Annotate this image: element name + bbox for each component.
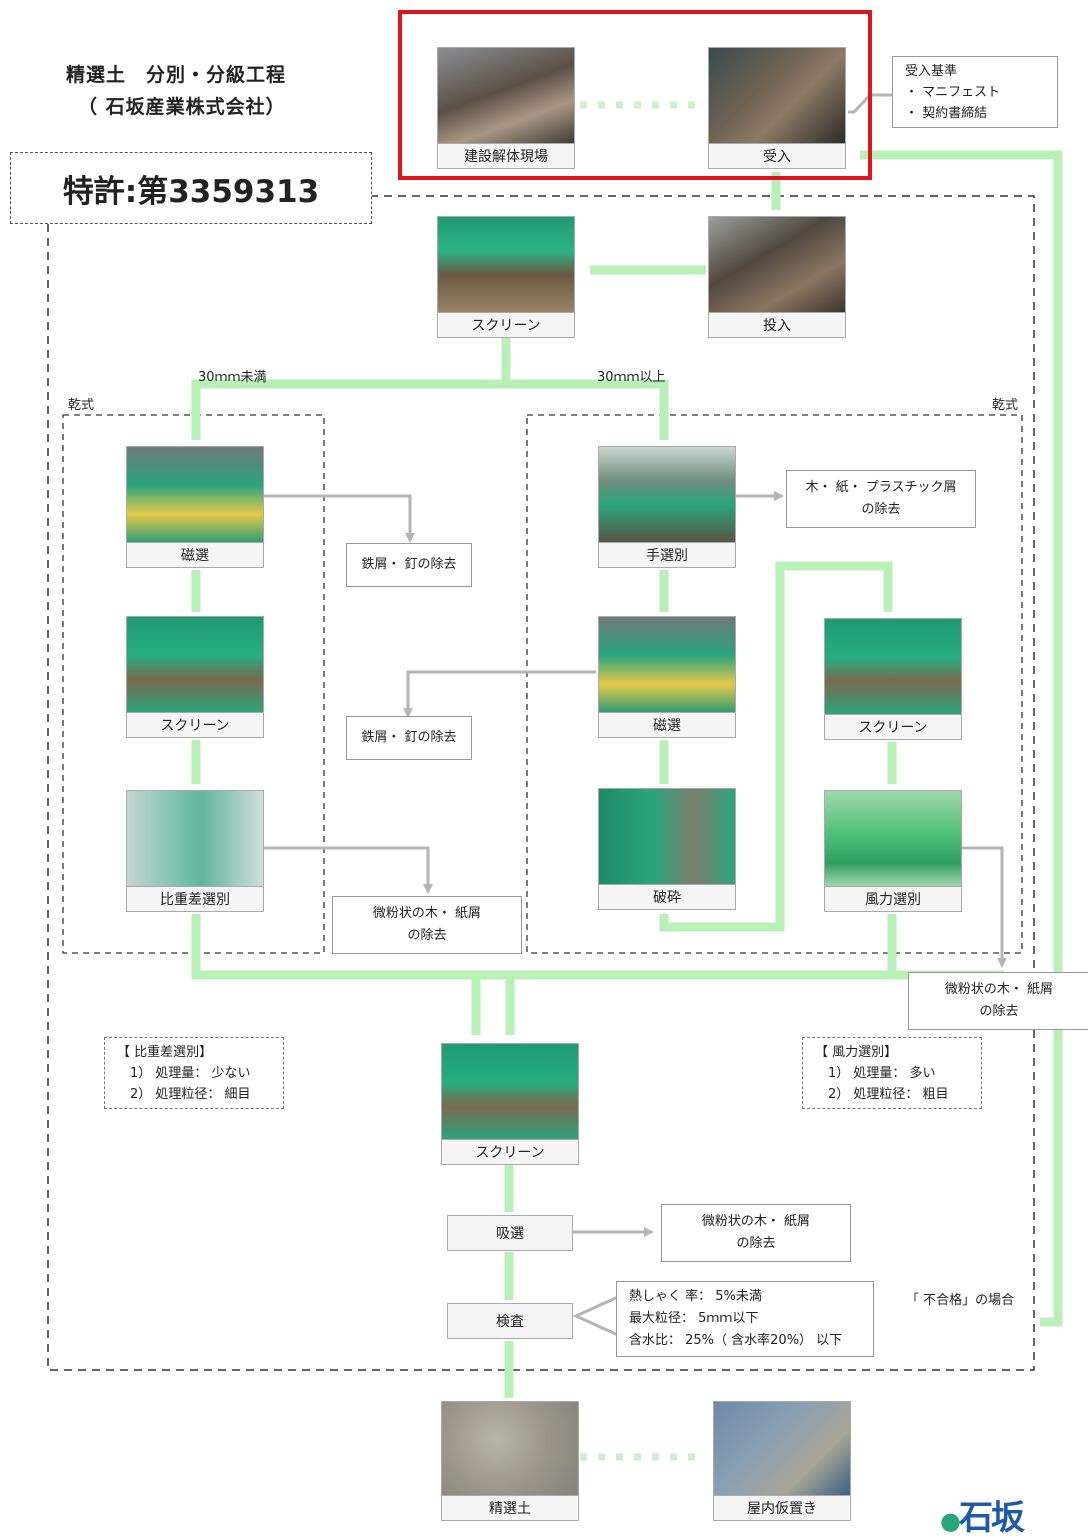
machine-photo-icon (709, 217, 845, 313)
node-receive: 受入 (708, 47, 846, 169)
node-label: 手選別 (599, 542, 735, 567)
node-label: 精選土 (442, 1495, 578, 1520)
soil-photo-icon (442, 1402, 578, 1496)
node-label: 破砕 (599, 884, 735, 909)
node-label: 磁選 (127, 542, 263, 567)
storage-photo-icon (714, 1402, 850, 1496)
text-line: ・ マニフェスト (905, 84, 1001, 100)
inspection-criteria-box: 熱しゃく 率： 5%未満 最大粒径： 5ｍｍ以下 含水比： 25%（ 含水率20… (616, 1281, 874, 1357)
label-dry-left: 乾式 (68, 398, 95, 413)
node-screen-bottom: スクリーン (441, 1043, 579, 1165)
patent-number: 特許:第3359313 (10, 152, 372, 224)
text-line: 微粉状の木・ 紙屑 (372, 906, 482, 921)
machine-photo-icon (599, 447, 735, 543)
node-label: スクリーン (442, 1139, 578, 1164)
text-line: 微粉状の木・ 紙屑 (701, 1214, 811, 1229)
iron-removal-box-2: 鉄屑・ 釘の除去 (346, 716, 472, 760)
node-label: 投入 (709, 312, 845, 337)
site-photo-icon (438, 48, 574, 144)
highlight-frame (398, 10, 872, 180)
company-name: （ 石坂産業株式会社） (78, 96, 286, 118)
text-line: の除去 (979, 1004, 1019, 1019)
node-label: 建設解体現場 (438, 143, 574, 168)
text-line: 2） 処理粒径： 粗目 (815, 1086, 949, 1102)
node-label: 屋内仮置き (714, 1495, 850, 1520)
node-screen-left: スクリーン (126, 616, 264, 738)
receive-photo-icon (709, 48, 845, 144)
node-hand-sort: 手選別 (598, 446, 736, 568)
fine-wood-removal-suction: 微粉状の木・ 紙屑 の除去 (661, 1204, 851, 1262)
machine-photo-icon (438, 217, 574, 313)
node-demolition-site: 建設解体現場 (437, 47, 575, 169)
text-line: 鉄屑・ 釘の除去 (361, 557, 457, 572)
text-line: 最大粒径： 5ｍｍ以下 (629, 1311, 759, 1326)
text-line: の除去 (736, 1236, 776, 1251)
fine-wood-removal-right: 微粉状の木・ 紙屑 の除去 (908, 972, 1088, 1030)
text-line: の除去 (861, 502, 901, 517)
node-label: スクリーン (127, 712, 263, 737)
wind-sep-note: 【 風力選別】 1） 処理量： 多い 2） 処理粒径： 粗目 (802, 1037, 982, 1109)
node-label: 風力選別 (825, 886, 961, 911)
label-dry-right: 乾式 (992, 398, 1019, 413)
node-label: 受入 (709, 143, 845, 168)
text-line: 1） 処理量： 多い (815, 1065, 936, 1081)
text-line: ・ 契約書締結 (905, 105, 988, 121)
text-line: 【 比重差選別】 (117, 1044, 213, 1060)
suction-step: 吸選 (447, 1215, 573, 1251)
node-gravity-sep: 比重差選別 (126, 790, 264, 912)
node-label: 比重差選別 (127, 886, 263, 911)
accept-criteria-box: 受入基準 ・ マニフェスト ・ 契約書締結 (892, 56, 1058, 128)
node-magnet-left: 磁選 (126, 446, 264, 568)
node-input: 投入 (708, 216, 846, 338)
node-screen-right: スクリーン (824, 618, 962, 740)
text-line: 微粉状の木・ 紙屑 (944, 982, 1054, 997)
text-line: 【 風力選別】 (815, 1044, 898, 1060)
text-line: 1） 処理量： 少ない (117, 1065, 251, 1081)
node-magnet-right: 磁選 (598, 616, 736, 738)
machine-photo-icon (127, 447, 263, 543)
node-wind-sep: 風力選別 (824, 790, 962, 912)
text-line: 熱しゃく 率： 5%未満 (629, 1289, 762, 1304)
machine-photo-icon (825, 791, 961, 887)
machine-photo-icon (442, 1044, 578, 1140)
iron-removal-box-1: 鉄屑・ 釘の除去 (346, 543, 472, 587)
label-under-30mm: 30ｍｍ未満 (198, 370, 267, 385)
text-line: の除去 (407, 928, 447, 943)
crusher-photo-icon (599, 789, 735, 885)
fail-case-label: 「 不合格」の場合 (906, 1293, 1015, 1308)
node-screen-top: スクリーン (437, 216, 575, 338)
wood-plastic-removal: 木・ 紙・ プラスチック屑 の除去 (786, 470, 976, 528)
node-crush: 破砕 (598, 788, 736, 910)
machine-photo-icon (599, 617, 735, 713)
label-over-30mm: 30ｍｍ以上 (597, 370, 666, 385)
fine-wood-removal-left: 微粉状の木・ 紙屑 の除去 (332, 896, 522, 954)
gravity-sep-note: 【 比重差選別】 1） 処理量： 少ない 2） 処理粒径： 細目 (104, 1037, 284, 1109)
node-label: スクリーン (825, 714, 961, 739)
text-line: 含水比： 25%（ 含水率20%） 以下 (629, 1333, 843, 1348)
silo-photo-icon (127, 791, 263, 887)
node-refined-soil: 精選土 (441, 1401, 579, 1521)
inspection-step: 検査 (447, 1303, 573, 1339)
text-line: 鉄屑・ 釘の除去 (361, 730, 457, 745)
diagram-title: 精選土 分別・分級工程 (66, 64, 287, 86)
node-indoor-storage: 屋内仮置き (713, 1401, 851, 1521)
machine-photo-icon (127, 617, 263, 713)
logo-mark-icon: ● (940, 1507, 961, 1535)
text-line: 受入基準 (905, 63, 958, 79)
company-logo: ●石坂 (940, 1490, 1025, 1539)
logo-text: 石坂 (958, 1498, 1025, 1538)
machine-photo-icon (825, 619, 961, 715)
node-label: スクリーン (438, 312, 574, 337)
text-line: 木・ 紙・ プラスチック屑 (805, 480, 957, 495)
node-label: 磁選 (599, 712, 735, 737)
text-line: 2） 処理粒径： 細目 (117, 1086, 251, 1102)
